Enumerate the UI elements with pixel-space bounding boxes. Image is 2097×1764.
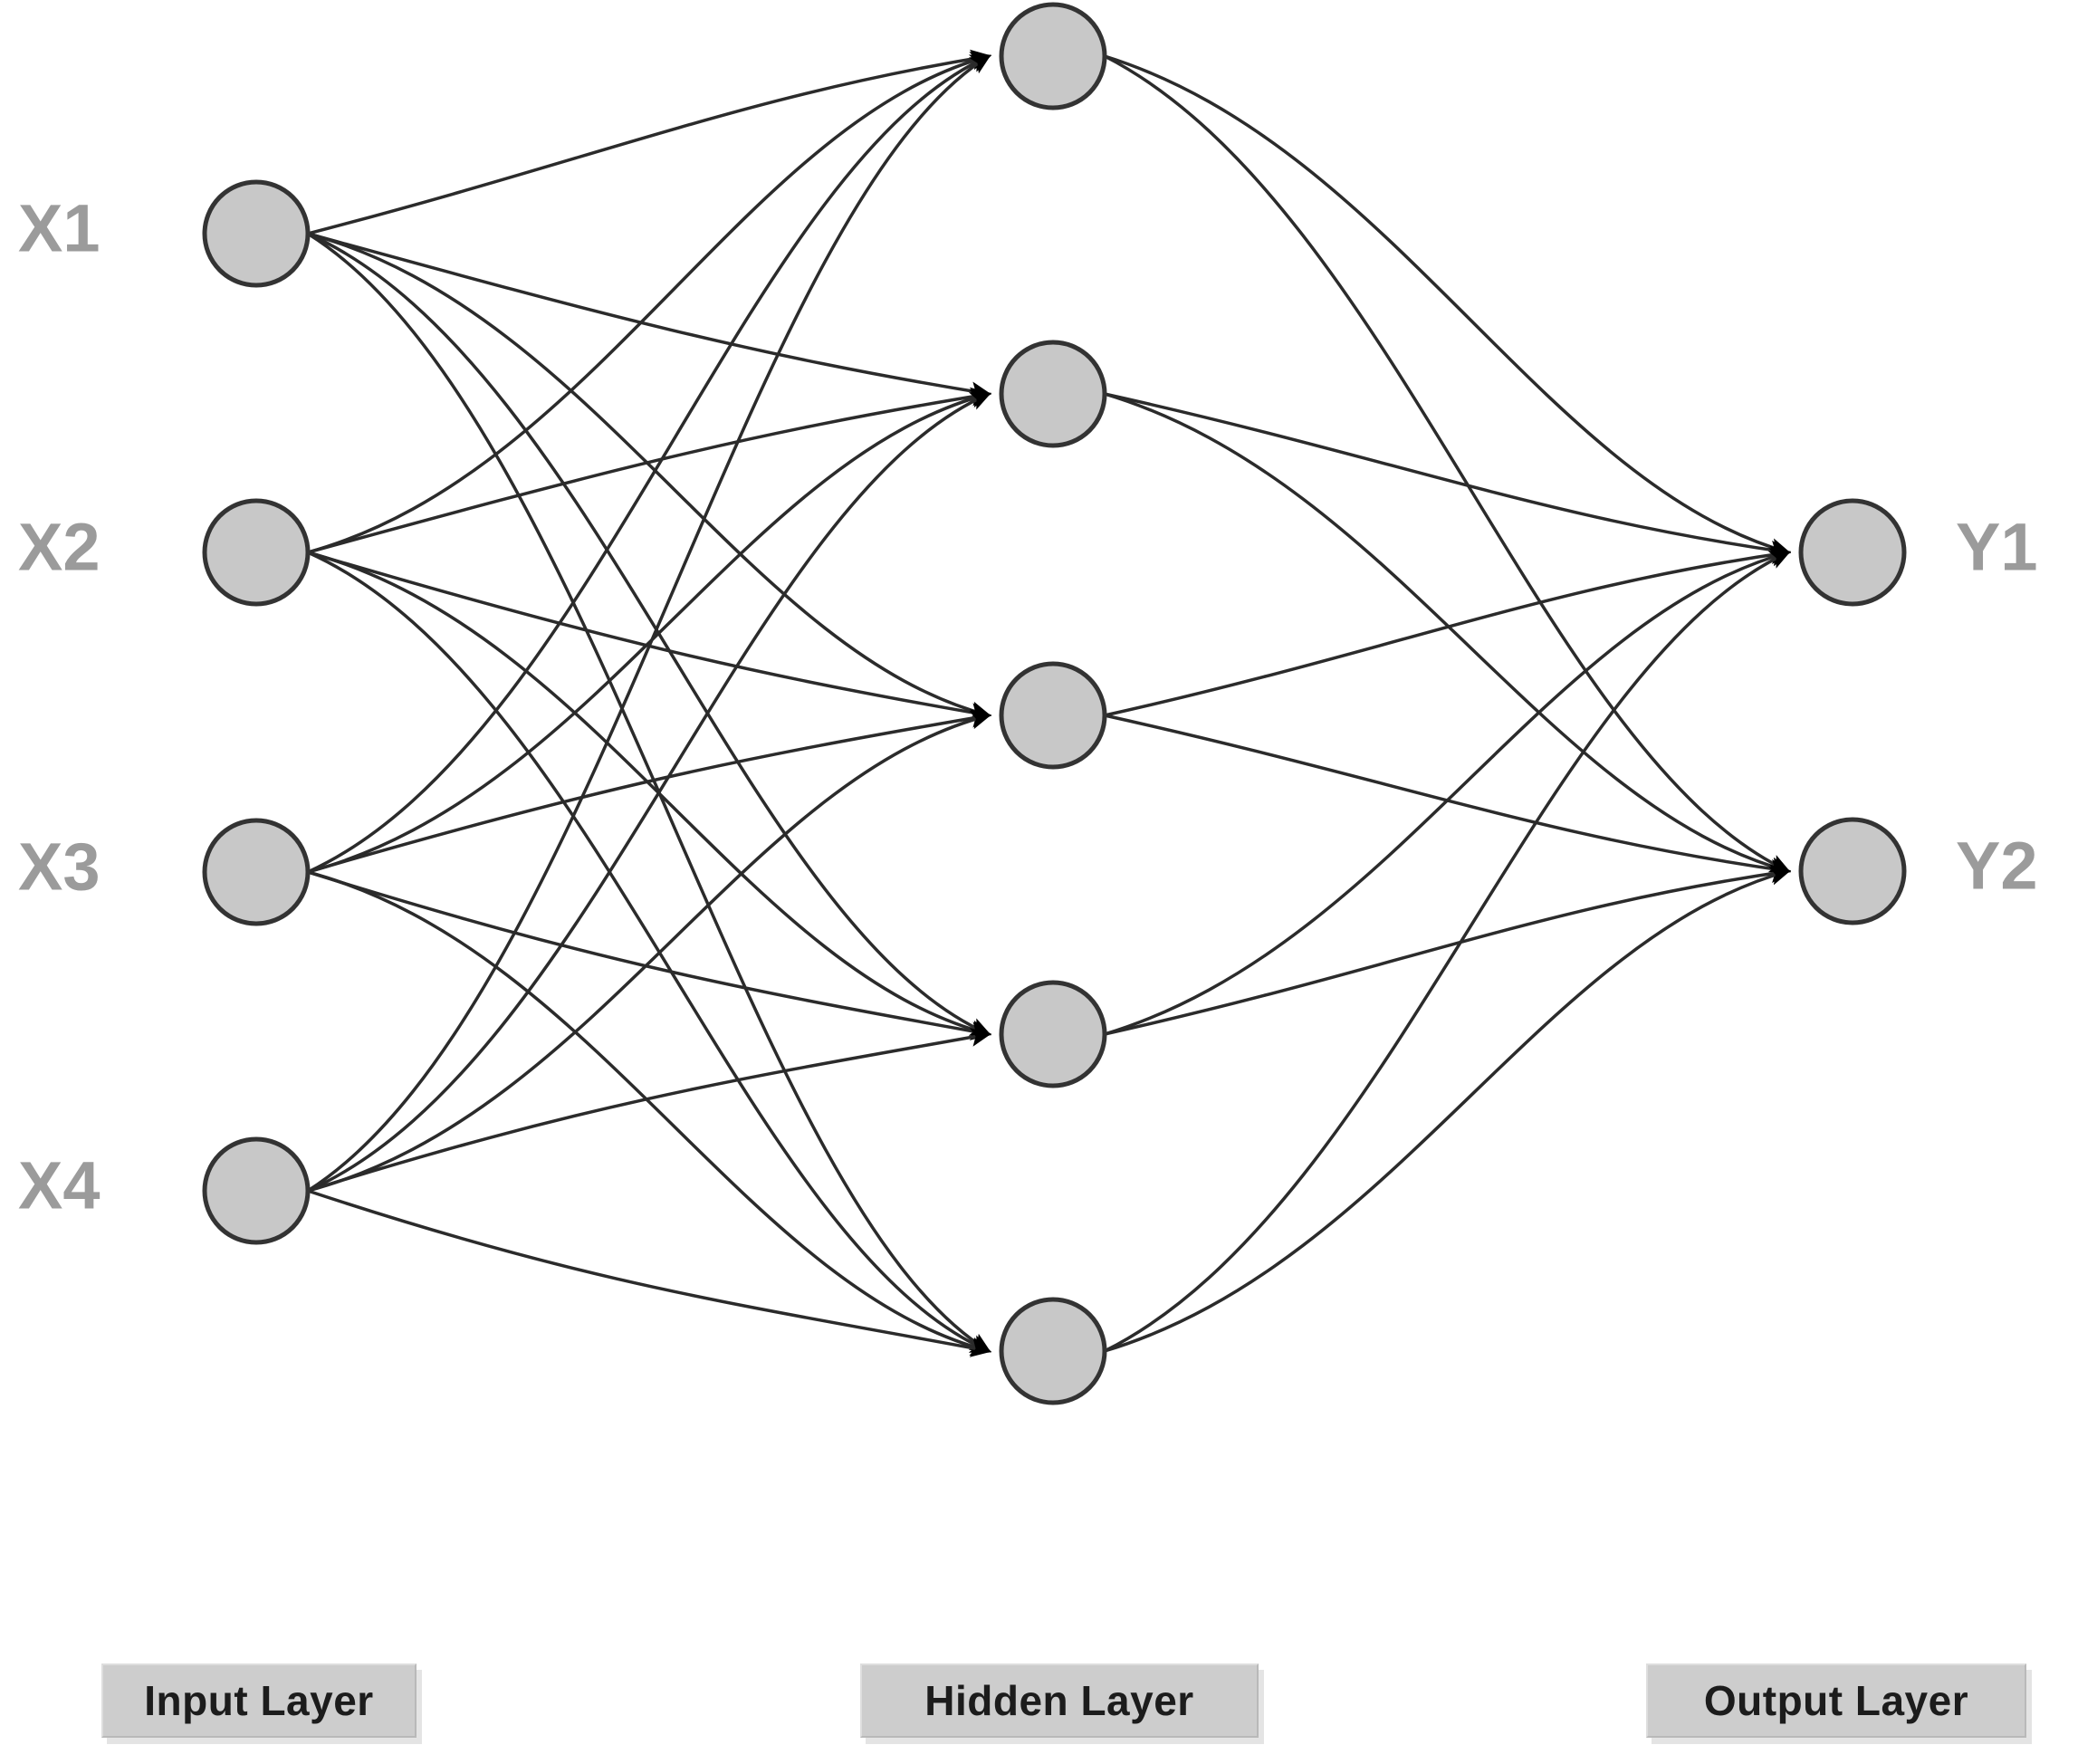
edge-x2-h4 [307,551,992,1040]
edge-x4-h3 [307,710,992,1193]
edges-hidden-to-output [1104,54,1792,1353]
neuron-label-y1: Y1 [1956,510,2038,585]
layer-caption-hidden: Hidden Layer [860,1663,1259,1738]
neuron-x4[interactable] [202,1136,311,1245]
edge-h4-y2 [1104,864,1792,1036]
edge-x1-h3 [307,232,992,721]
neuron-label-x2: X2 [18,510,101,585]
layer-caption-output-label: Output Layer [1703,1677,1969,1724]
neuron-x3[interactable] [202,818,311,926]
layer-caption-hidden-label: Hidden Layer [924,1677,1194,1724]
neuron-label-y2: Y2 [1956,829,2038,904]
neuron-label-x4: X4 [18,1148,101,1223]
edge-x1-h5 [307,232,991,1353]
edge-x3-h2 [307,388,992,874]
neuron-label-x1: X1 [18,191,101,266]
neuron-x2[interactable] [202,498,311,607]
layer-caption-input: Input Layer [101,1663,417,1738]
nodes-group [202,2,1907,1405]
neuron-h2[interactable] [999,340,1107,448]
edge-x4-h5 [307,1189,992,1357]
edge-x2-h1 [307,52,992,554]
layer-caption-input-label: Input Layer [144,1677,374,1724]
neuron-x1[interactable] [202,179,311,288]
edge-h4-y1 [1104,548,1792,1036]
edge-h1-y2 [1104,54,1791,873]
edge-x2-h2 [307,387,992,554]
neuron-h5[interactable] [999,1297,1107,1405]
neuron-y2[interactable] [1798,817,1907,925]
edge-h5-y1 [1104,551,1791,1353]
edges-input-to-hidden [307,49,992,1357]
edge-x1-h1 [307,49,992,235]
neuron-h1[interactable] [999,2,1107,110]
edge-h5-y2 [1104,867,1792,1353]
edge-x2-h3 [307,551,992,723]
neuron-h3[interactable] [999,661,1107,770]
edge-x4-h4 [307,1028,992,1193]
edge-x4-h1 [307,54,991,1193]
edge-h3-y1 [1104,545,1792,717]
edge-x1-h4 [307,232,991,1036]
edge-x3-h1 [307,54,991,874]
edge-h2-y2 [1104,392,1792,876]
edge-x1-h2 [307,232,992,401]
edge-h1-y1 [1104,54,1792,557]
edge-x3-h4 [307,870,992,1040]
neuron-y1[interactable] [1798,498,1907,607]
edge-x2-h5 [307,551,991,1353]
edge-h3-y2 [1104,714,1792,878]
edge-x3-h3 [307,708,992,874]
neuron-h4[interactable] [999,980,1107,1088]
edge-x3-h5 [307,870,992,1357]
neuron-label-x3: X3 [18,829,101,905]
edge-h2-y1 [1104,392,1792,560]
layer-caption-output: Output Layer [1646,1663,2026,1738]
edge-x4-h2 [307,392,991,1193]
